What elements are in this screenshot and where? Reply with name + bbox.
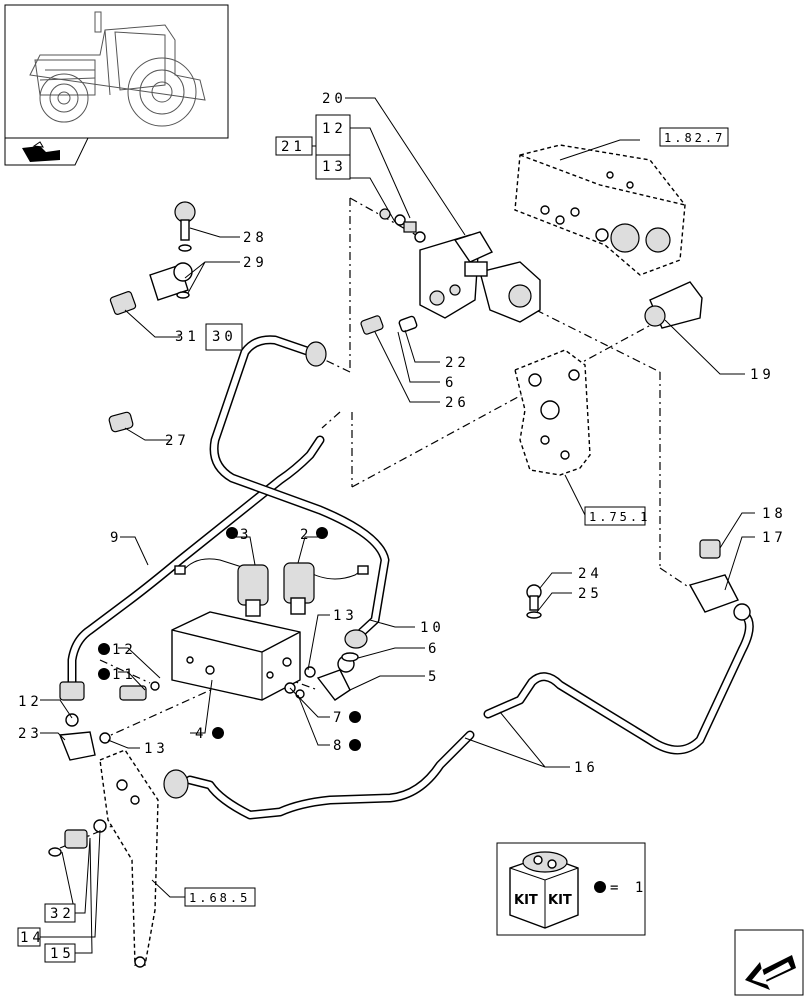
callout-27: 27 bbox=[165, 433, 190, 449]
kit-dot bbox=[98, 668, 110, 680]
callout-10: 10 bbox=[420, 620, 445, 636]
fitting-32[interactable] bbox=[48, 819, 107, 857]
callout-30: 30 bbox=[212, 329, 237, 345]
callout-20: 20 bbox=[322, 91, 347, 107]
callout-6a: 6 bbox=[445, 375, 457, 391]
kit-dot bbox=[594, 881, 606, 893]
tractor-illustration bbox=[29, 11, 206, 127]
callout-2: 2 bbox=[300, 527, 312, 543]
kit-dot bbox=[98, 643, 110, 655]
kit-dot bbox=[349, 739, 361, 751]
kit-dot bbox=[316, 527, 328, 539]
pipe-9[interactable] bbox=[59, 435, 325, 701]
fitting-29[interactable] bbox=[149, 262, 193, 301]
callout-12a: 12 bbox=[322, 121, 347, 137]
kit-box-icon: KIT KIT bbox=[509, 851, 579, 929]
kit-legend-equals: = 1 bbox=[610, 880, 647, 896]
quick-coupler-19[interactable] bbox=[644, 281, 703, 329]
nav-arrow-icon bbox=[22, 141, 60, 162]
pipe-16b[interactable] bbox=[163, 730, 475, 820]
sensor-5[interactable] bbox=[119, 681, 160, 701]
next-page-button[interactable] bbox=[734, 929, 804, 996]
leader-lines bbox=[40, 97, 755, 954]
kit-label-right: KIT bbox=[548, 893, 572, 908]
callout-18: 18 bbox=[762, 506, 787, 522]
callout-22: 22 bbox=[445, 355, 470, 371]
mounting-bracket[interactable] bbox=[514, 349, 591, 476]
callout-28: 28 bbox=[243, 230, 268, 246]
kit-legend: KIT KIT = 1 bbox=[496, 842, 647, 936]
callout-11: 5 bbox=[428, 669, 440, 685]
cap-31[interactable] bbox=[109, 291, 137, 315]
callout-19: 19 bbox=[750, 367, 775, 383]
callout-17: 17 bbox=[762, 530, 787, 546]
callout-4: 4 bbox=[195, 726, 207, 742]
callout-26: 26 bbox=[445, 395, 470, 411]
callout-12b: 6 bbox=[428, 641, 440, 657]
callout-15: 15 bbox=[50, 946, 75, 962]
callout-14: 14 bbox=[20, 930, 45, 946]
callout-3: 3 bbox=[240, 527, 252, 543]
lower-bracket[interactable] bbox=[99, 749, 159, 968]
callout-29: 29 bbox=[243, 255, 268, 271]
elbow-23[interactable] bbox=[59, 713, 111, 761]
ref-1685: 1.68.5 bbox=[189, 891, 250, 905]
bolt-24[interactable] bbox=[526, 584, 542, 619]
solenoid-3[interactable] bbox=[174, 558, 269, 617]
callout-21: 21 bbox=[281, 139, 306, 155]
nav-arrow-icon bbox=[745, 955, 796, 990]
kit-dot bbox=[212, 727, 224, 739]
callout-13b: 13 bbox=[333, 608, 358, 624]
bolt-28[interactable] bbox=[174, 201, 196, 252]
tractor-thumbnail[interactable] bbox=[4, 4, 229, 166]
valve-block[interactable] bbox=[514, 144, 686, 276]
callout-6b: 12 bbox=[112, 642, 137, 658]
callout-25: 25 bbox=[578, 586, 603, 602]
plug-27[interactable] bbox=[108, 411, 134, 433]
kit-dot bbox=[349, 711, 361, 723]
callout-9: 9 bbox=[110, 530, 122, 546]
callout-24: 24 bbox=[578, 566, 603, 582]
callout-5: 11 bbox=[112, 667, 137, 683]
callout-16: 16 bbox=[574, 760, 599, 776]
solenoid-2[interactable] bbox=[283, 562, 369, 615]
callout-31: 31 bbox=[175, 329, 200, 345]
elbow-11[interactable] bbox=[316, 655, 355, 701]
kit-dot bbox=[226, 527, 238, 539]
pipe-10[interactable] bbox=[209, 335, 390, 649]
ref-1827: 1.82.7 bbox=[664, 131, 725, 145]
pipe-16a[interactable] bbox=[483, 610, 754, 755]
callout-7: 7 bbox=[333, 710, 345, 726]
control-valve-20[interactable] bbox=[379, 208, 541, 323]
kit-label-left: KIT bbox=[514, 893, 538, 908]
callout-32: 32 bbox=[50, 906, 75, 922]
callout-13c: 13 bbox=[144, 741, 169, 757]
tee-fitting-17[interactable] bbox=[688, 539, 751, 621]
fitting-26[interactable] bbox=[360, 315, 418, 335]
callout-12c: 12 bbox=[18, 694, 43, 710]
control-block-4[interactable] bbox=[171, 611, 301, 701]
callout-13a: 13 bbox=[322, 159, 347, 175]
callout-8: 8 bbox=[333, 738, 345, 754]
ref-1751: 1.75.1 bbox=[589, 510, 650, 524]
callouts: 20 12 21 13 1.82.7 28 29 31 30 22 6 26 1… bbox=[17, 91, 787, 963]
callout-23: 23 bbox=[18, 726, 43, 742]
